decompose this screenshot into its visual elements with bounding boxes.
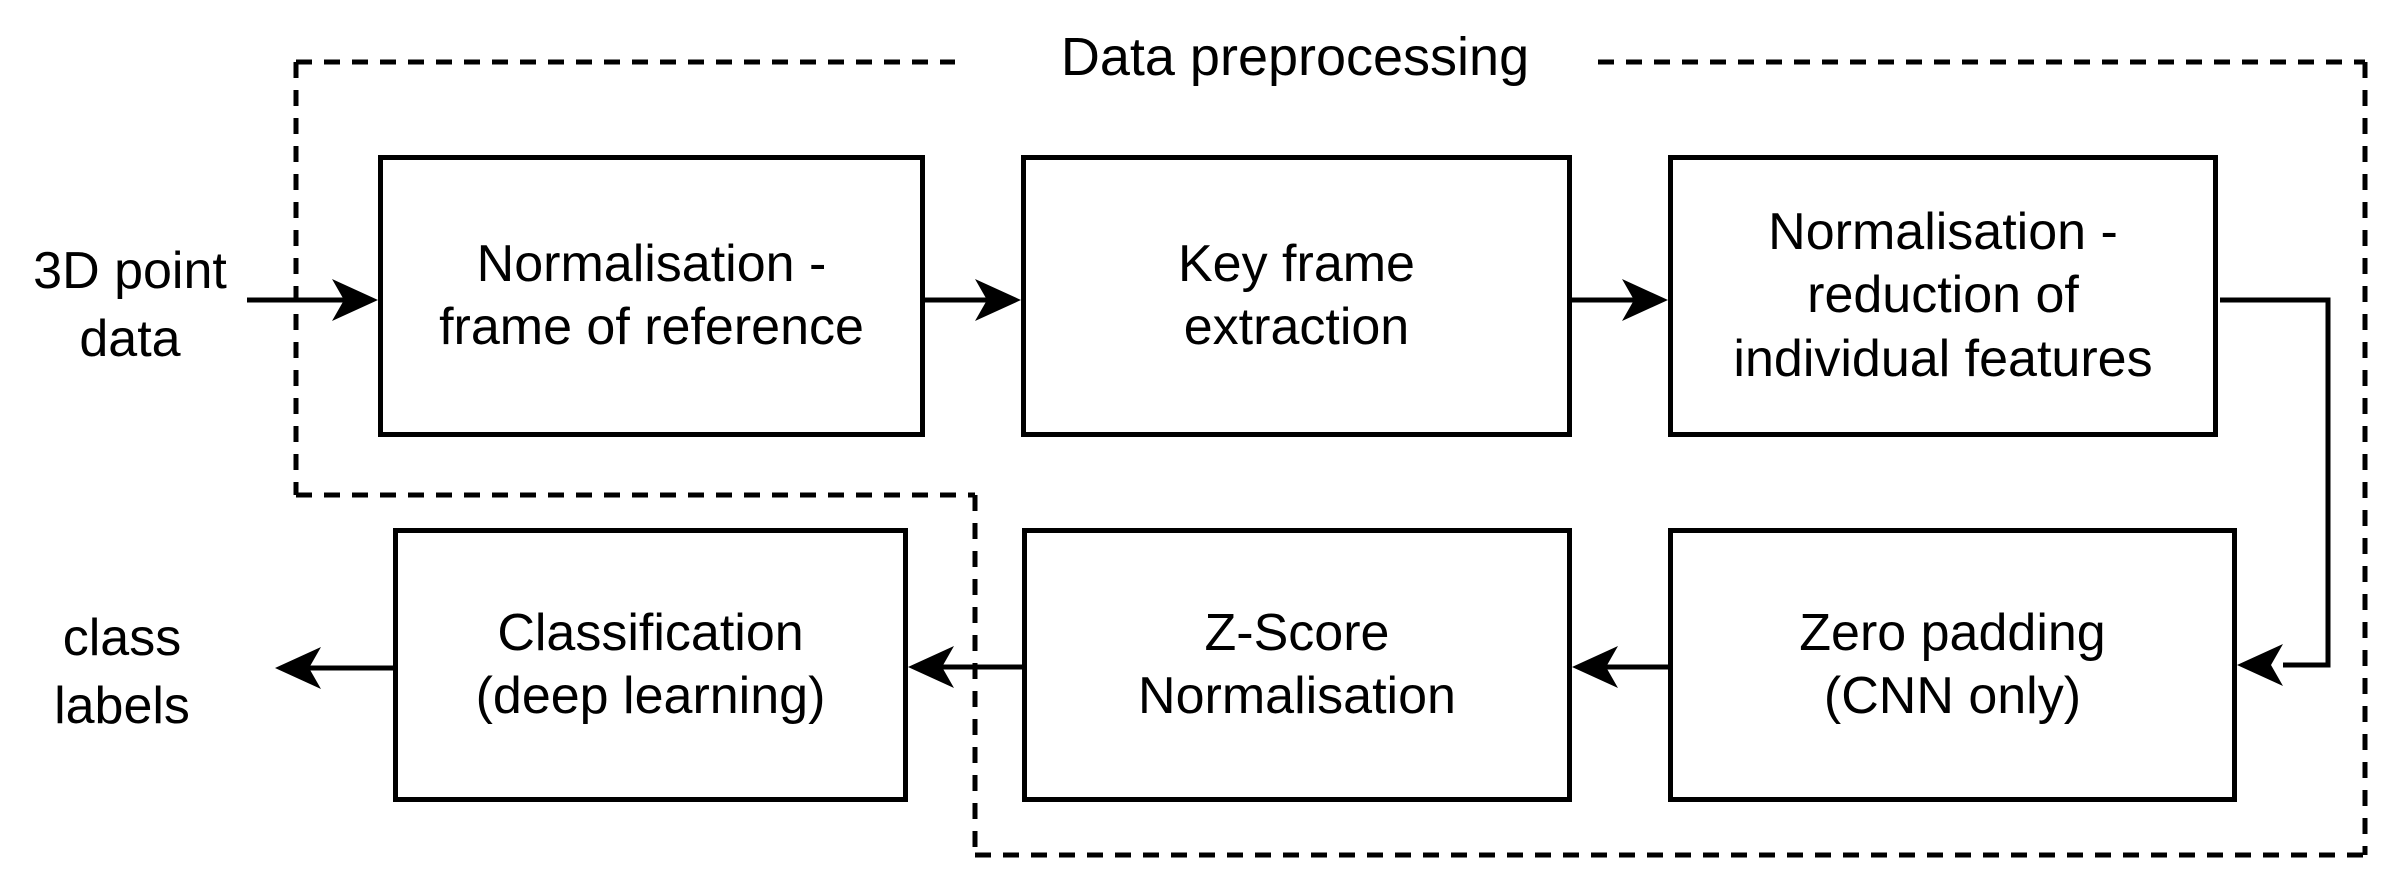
node-zero-padding-cnn-only: Zero padding (CNN only): [1668, 528, 2237, 802]
preprocessing-group-title: Data preprocessing: [1060, 27, 1530, 87]
node-label: Zero padding (CNN only): [1799, 603, 2106, 725]
arrowhead-icon: [1572, 646, 1618, 688]
arrowhead-icon: [908, 646, 954, 688]
node-normalisation-reduction-of-individual-features: Normalisation - reduction of individual …: [1668, 155, 2218, 437]
arrowhead-icon: [2237, 644, 2283, 686]
arrow-keyframe-to-normalisation-reduction: [1572, 279, 1668, 321]
node-z-score-normalisation: Z-Score Normalisation: [1022, 528, 1572, 802]
node-classification-deep-learning: Classification (deep learning): [393, 528, 908, 802]
preprocessing-boundary-dashed-border: [293, 59, 2368, 858]
arrowhead-icon: [1622, 279, 1668, 321]
input-label-3d-point-data: 3D point data: [33, 242, 227, 368]
output-label-class-labels: class labels: [54, 609, 190, 735]
arrow-classification-to-output: [275, 647, 393, 689]
arrow-shaft: [2220, 297, 2331, 668]
node-label: Classification (deep learning): [475, 603, 826, 725]
arrow-zero-padding-to-zscore: [1572, 646, 1668, 688]
arrow-zscore-to-classification: [908, 646, 1022, 688]
node-normalisation-frame-of-reference: Normalisation - frame of reference: [378, 155, 925, 437]
arrowhead-icon: [975, 279, 1021, 321]
flow-arrows: [247, 279, 2331, 689]
arrowhead-icon: [332, 279, 378, 321]
node-label: Normalisation - reduction of individual …: [1733, 202, 2153, 388]
node-label: Key frame extraction: [1178, 234, 1415, 356]
node-label: Normalisation - frame of reference: [439, 234, 864, 356]
arrow-normalisation-reduction-to-zero-padding: [2220, 297, 2331, 686]
node-key-frame-extraction: Key frame extraction: [1021, 155, 1572, 437]
arrow-normalisation-frame-to-keyframe: [925, 279, 1021, 321]
arrow-input-to-normalisation-frame: [247, 279, 378, 321]
node-label: Z-Score Normalisation: [1138, 603, 1456, 725]
arrowhead-icon: [275, 647, 321, 689]
